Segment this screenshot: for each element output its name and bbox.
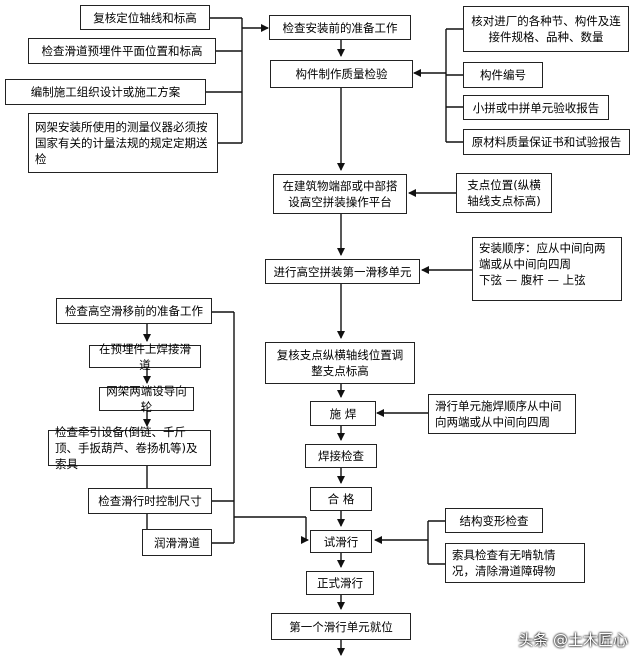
right-top-component-number: 构件编号 (463, 62, 543, 88)
main-step-first-unit-in-place: 第一个滑行单元就位 (271, 613, 411, 640)
main-step-welding: 施 焊 (310, 401, 376, 426)
main-step-platform: 在建筑物端部或中部搭设高空拼装操作平台 (273, 174, 407, 214)
right-install-order: 安装顺序：应从中间向两端或从中间向四周下弦 — 腹杆 — 上弦 (472, 237, 622, 301)
right-structure-deformation-check: 结构变形检查 (445, 508, 543, 533)
main-step-prepare: 检查安装前的准备工作 (269, 15, 411, 40)
left-top-check-embedded: 检查滑道预埋件平面位置和标高 (28, 38, 216, 64)
left-bottom-control-dimension: 检查滑行时控制尺寸 (88, 488, 212, 514)
right-top-verify-components: 核对进厂的各种节、构件及连接件规格、品种、数量 (463, 6, 629, 52)
left-top-instrument-calibration: 网架安装所使用的测量仪器必须按国家有关的计量法规的规定定期送检 (28, 113, 218, 173)
main-step-formal-slide: 正式滑行 (306, 571, 374, 595)
right-top-material-certificate: 原材料质量保证书和试验报告 (463, 129, 630, 155)
left-bottom-traction-equipment: 检查牵引设备(倒链、千斤顶、手扳葫芦、卷扬机等)及索具 (48, 425, 211, 471)
left-bottom-weld-track: 在预埋件上焊接滑道 (89, 342, 201, 372)
left-top-recheck-axis: 复核定位轴线和标高 (80, 5, 210, 30)
left-top-construction-plan: 编制施工组织设计或施工方案 (5, 79, 206, 105)
main-step-weld-inspection: 焊接检查 (305, 444, 377, 468)
right-support-position: 支点位置(纵横轴线支点标高) (456, 173, 552, 213)
right-weld-order: 滑行单元施焊顺序从中间向两端或从中间向四周 (428, 394, 576, 434)
right-top-acceptance-report: 小拼或中拼单元验收报告 (463, 95, 609, 120)
watermark: 头条 @土木匠心 (518, 631, 628, 649)
main-step-qualified: 合 格 (310, 487, 372, 511)
main-step-trial-slide: 试滑行 (310, 530, 372, 553)
left-bottom-guide-wheels: 网架两端设导向轮 (99, 384, 194, 414)
main-step-recheck-support: 复核支点纵横轴线位置调整支点标高 (265, 342, 415, 384)
main-step-quality-inspection: 构件制作质量检验 (270, 60, 413, 88)
left-bottom-check-prep: 检查高空滑移前的准备工作 (56, 298, 212, 324)
main-step-assemble-first-unit: 进行高空拼装第一滑移单元 (265, 259, 420, 284)
left-bottom-lubricate-track: 润滑滑道 (142, 529, 212, 556)
right-rigging-check: 索具检查有无啃轨情况，清除滑道障碍物 (445, 543, 585, 583)
